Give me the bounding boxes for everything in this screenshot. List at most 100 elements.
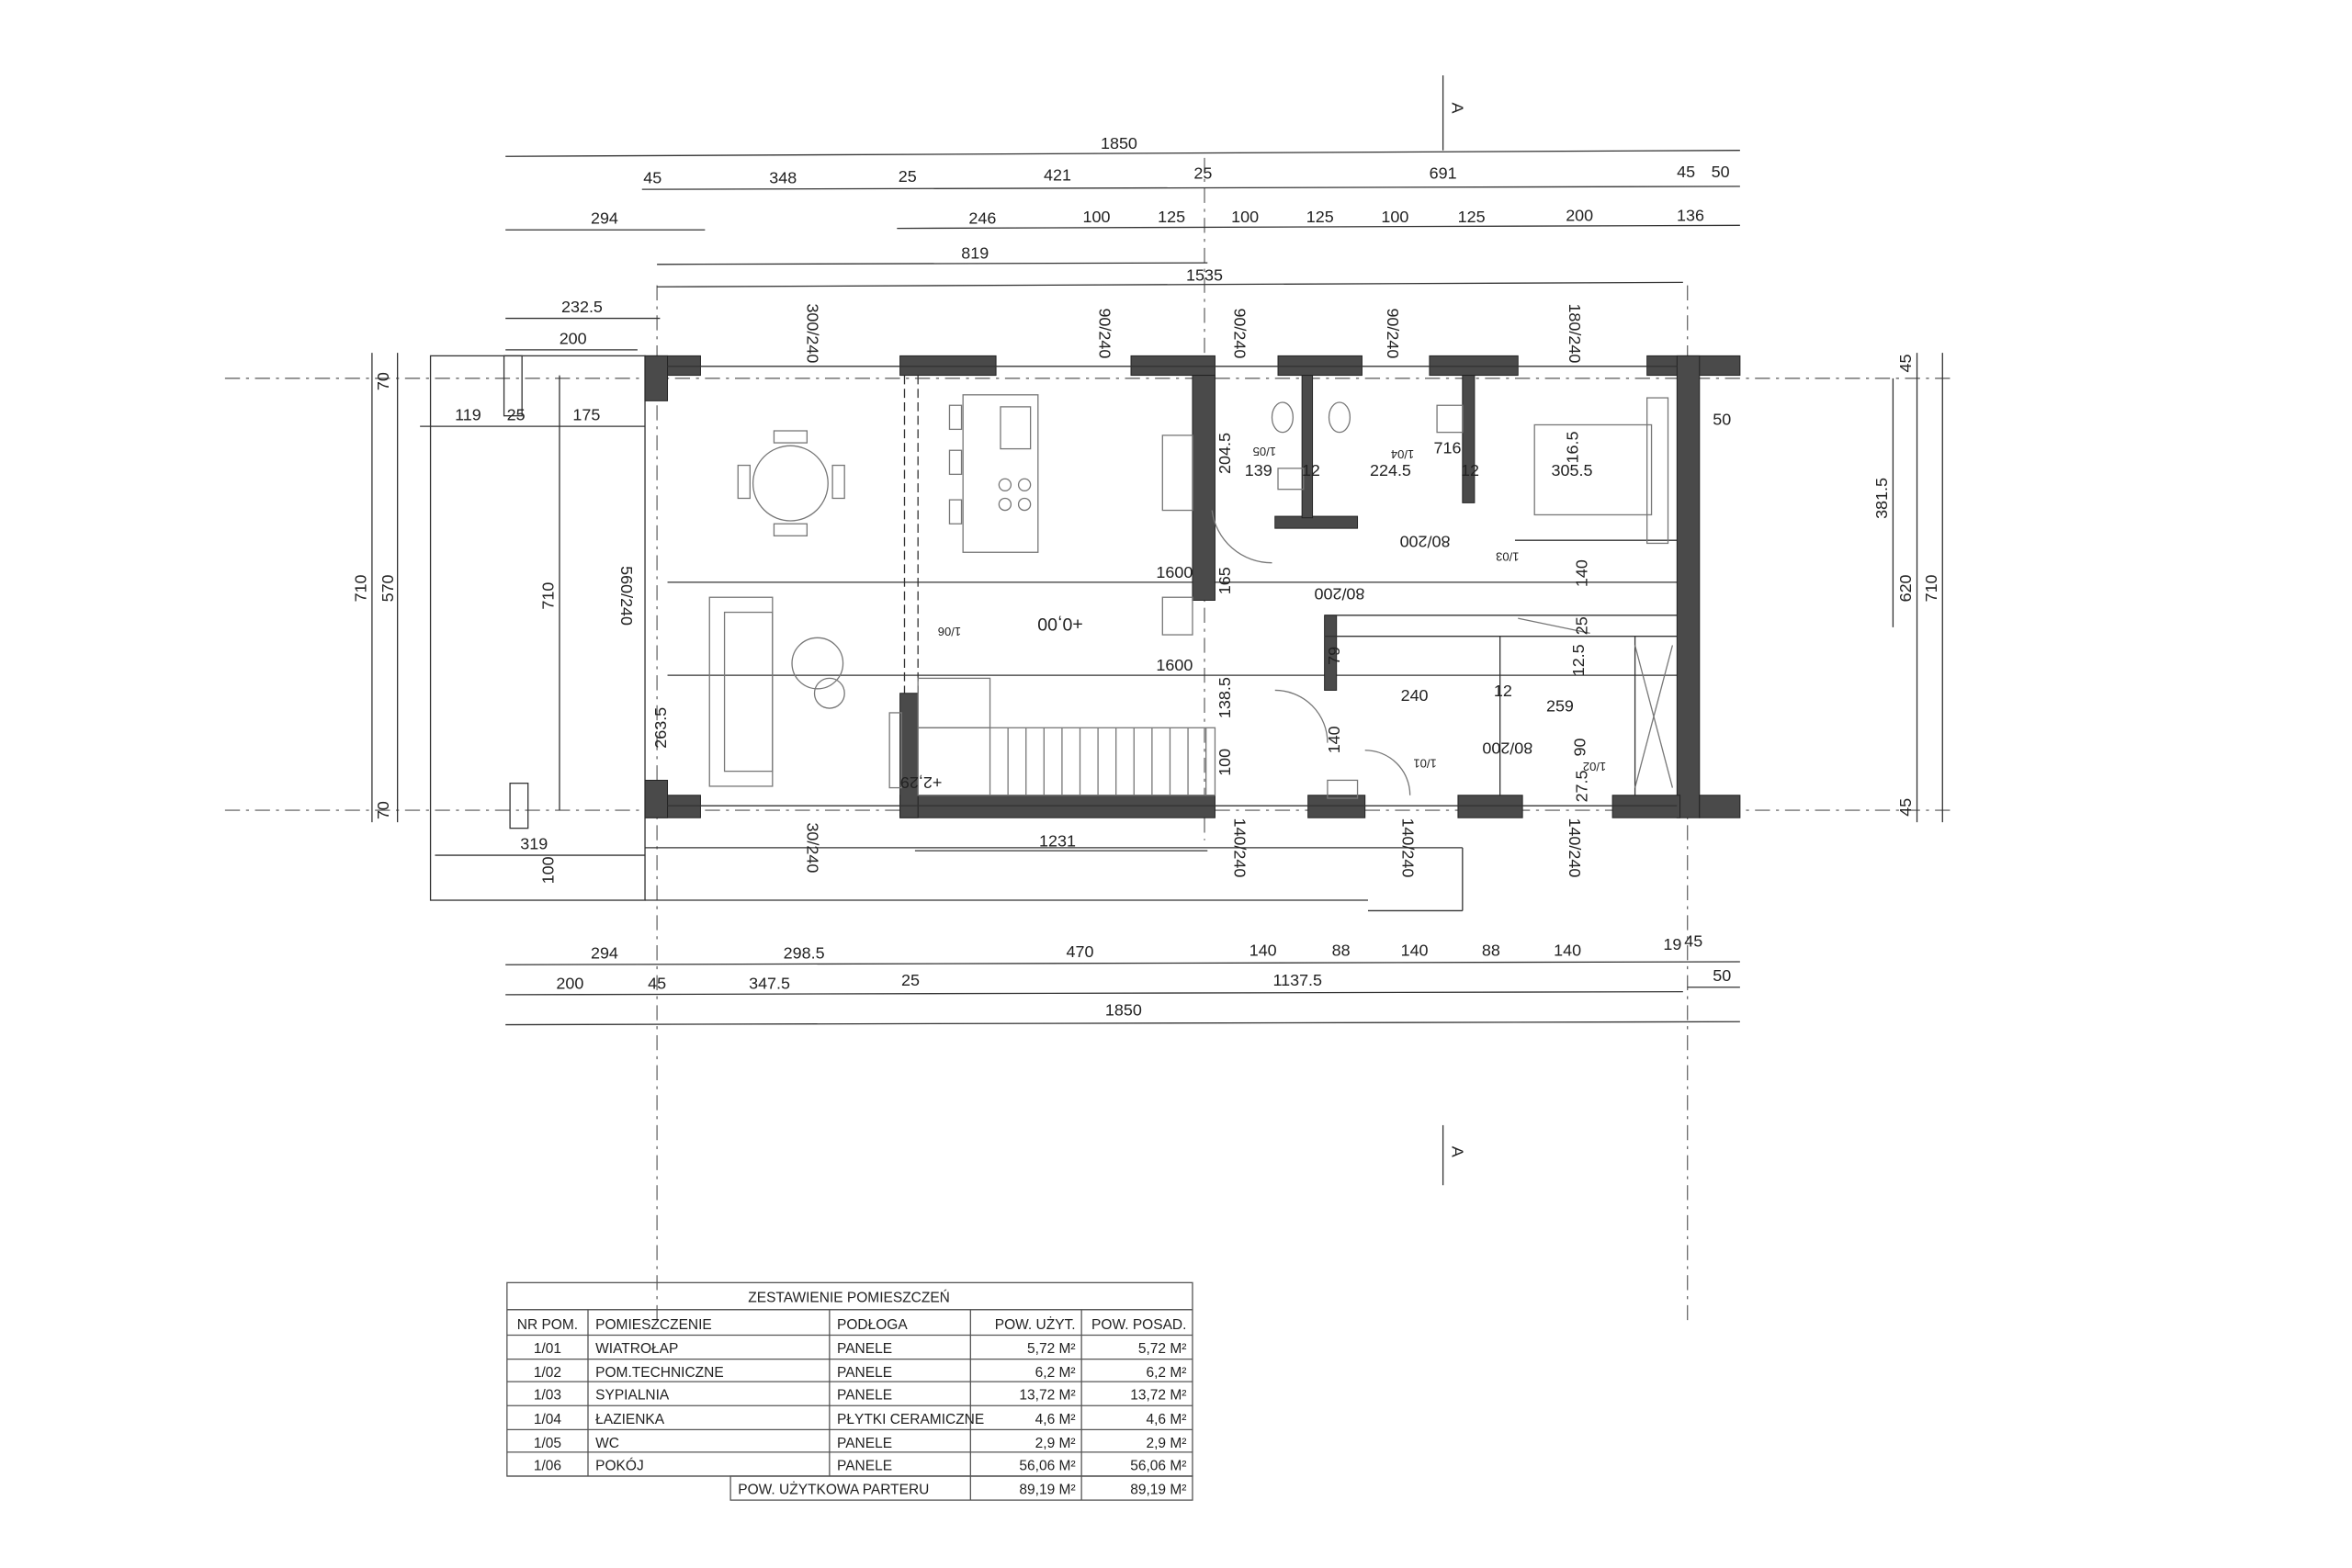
dimension-label: 70 — [374, 801, 392, 819]
dimension-label: 45 — [1896, 355, 1915, 373]
dimension-label: 224.5 — [1370, 461, 1411, 479]
table-cell: 2,9 M² — [1035, 1436, 1076, 1451]
dimension-label: 45 — [1684, 932, 1702, 951]
dimension-label: 259 — [1546, 696, 1574, 715]
dimension-label: 710 — [538, 582, 557, 610]
dimension-label: 348 — [769, 169, 797, 187]
table-cell: 1/01 — [534, 1341, 561, 1357]
table-cell: 13,72 M² — [1019, 1388, 1075, 1404]
dimension-label: 175 — [572, 406, 600, 424]
opening-label: 140/240 — [1231, 818, 1250, 877]
dimension-label: 25 — [1193, 164, 1212, 183]
dimension-label: 12 — [1302, 461, 1320, 479]
dimension-label: 100 — [1381, 208, 1408, 226]
table-cell: POKÓJ — [595, 1458, 644, 1473]
table-header: PODŁOGA — [837, 1317, 908, 1333]
table-cell: 4,6 M² — [1146, 1412, 1186, 1427]
dimension-label: 16.5 — [1564, 431, 1582, 463]
opening-label: 180/240 — [1566, 303, 1584, 363]
dimension-label: 139 — [1245, 461, 1272, 479]
table-cell: SYPIALNIA — [595, 1388, 670, 1404]
section-mark-bottom: A — [1448, 1146, 1466, 1157]
table-cell: WIATROŁAP — [595, 1341, 678, 1357]
table-cell: 6,2 M² — [1146, 1365, 1186, 1381]
table-cell: PANELE — [837, 1388, 892, 1404]
dimension-label: 1600 — [1156, 656, 1193, 674]
dimension-label: 88 — [1332, 941, 1351, 959]
dimension-label: 204.5 — [1216, 433, 1234, 474]
interior-partitions — [667, 366, 1678, 807]
table-cell: 56,06 M² — [1019, 1458, 1075, 1473]
room-tag: 1/02 — [1583, 760, 1606, 773]
dimension-label: 12 — [1461, 461, 1479, 479]
dimension-label: 45 — [648, 974, 666, 992]
sofa — [708, 596, 774, 787]
walls — [644, 355, 1741, 818]
dimension-label: 381.5 — [1872, 478, 1891, 519]
dimension-lines — [371, 150, 1943, 1026]
opening-label: 140/240 — [1566, 818, 1584, 877]
opening-label: 90/240 — [1231, 308, 1250, 358]
dimension-label: 100 — [538, 856, 557, 884]
dimension-label: 79 — [1325, 647, 1343, 665]
table-cell: 1/04 — [534, 1412, 562, 1427]
dimension-label: 240 — [1401, 686, 1429, 705]
dimension-label: 12 — [1494, 682, 1512, 700]
dimension-label: 347.5 — [749, 974, 790, 992]
opening-label: 140/240 — [1399, 818, 1418, 877]
table-header: NR POM. — [517, 1317, 578, 1333]
dimension-label: 1850 — [1101, 134, 1137, 152]
table-cell: 5,72 M² — [1027, 1341, 1076, 1357]
table-cell: 1/05 — [534, 1436, 561, 1451]
dimension-label: 50 — [1713, 966, 1731, 985]
dimension-label: 140 — [1572, 559, 1590, 587]
kitchen-island — [962, 394, 1039, 553]
table-cell: 4,6 M² — [1035, 1412, 1076, 1427]
dimension-label: 100 — [1216, 749, 1234, 776]
table-title: ZESTAWIENIE POMIESZCZEŃ — [748, 1291, 950, 1306]
dimension-label: 1600 — [1156, 563, 1193, 581]
bed — [1533, 423, 1653, 516]
dimension-label: 27.5 — [1572, 770, 1590, 802]
dimension-label: 200 — [560, 329, 587, 347]
room-tag: 1/05 — [1253, 445, 1276, 458]
table-total-built: 89,19 M² — [1130, 1483, 1186, 1498]
table-cell: PANELE — [837, 1436, 892, 1451]
dimension-label: 140 — [1401, 941, 1429, 959]
table-cell: 1/06 — [534, 1458, 561, 1473]
room-tag: 1/01 — [1413, 757, 1436, 771]
table-cell: 6,2 M² — [1035, 1365, 1076, 1381]
dimension-label: 1850 — [1105, 1001, 1142, 1020]
table-cell: 56,06 M² — [1130, 1458, 1186, 1473]
dimension-label: 125 — [1458, 208, 1486, 226]
table-cell: 2,9 M² — [1146, 1436, 1186, 1451]
dimension-label: 298.5 — [784, 944, 825, 963]
dimension-label: 138.5 — [1216, 677, 1234, 718]
opening-label: 300/240 — [803, 303, 821, 363]
dimension-label: 319 — [520, 835, 548, 853]
room-tag: 1/06 — [938, 625, 961, 638]
table-header: POW. POSAD. — [1091, 1317, 1186, 1333]
room-schedule-table: ZESTAWIENIE POMIESZCZEŃ NR POM.POMIESZCZ… — [506, 1281, 1193, 1501]
table-total-usable: 89,19 M² — [1019, 1483, 1075, 1498]
table-cell: 13,72 M² — [1130, 1388, 1186, 1404]
dimension-label: 560/240 — [617, 566, 636, 626]
dimension-label: 19 — [1663, 935, 1681, 953]
table-header: POW. UŻYT. — [995, 1316, 1076, 1333]
dimension-label: 620 — [1896, 574, 1915, 602]
dimension-label: 294 — [591, 944, 618, 963]
opening-label: 80/200 — [1315, 584, 1365, 603]
dimension-label: 570 — [379, 574, 397, 602]
opening-label: 30/240 — [803, 822, 821, 873]
dimension-label: 710 — [351, 574, 369, 602]
dimension-label: 140 — [1325, 726, 1343, 753]
table-total-label: POW. UŻYTKOWA PARTERU — [738, 1482, 929, 1498]
dimension-label: 294 — [591, 209, 618, 228]
dimension-label: 1231 — [1039, 831, 1076, 850]
dimension-label: 710 — [1922, 574, 1940, 602]
dimension-label: 25 — [1572, 616, 1590, 635]
table-cell: PANELE — [837, 1341, 892, 1357]
